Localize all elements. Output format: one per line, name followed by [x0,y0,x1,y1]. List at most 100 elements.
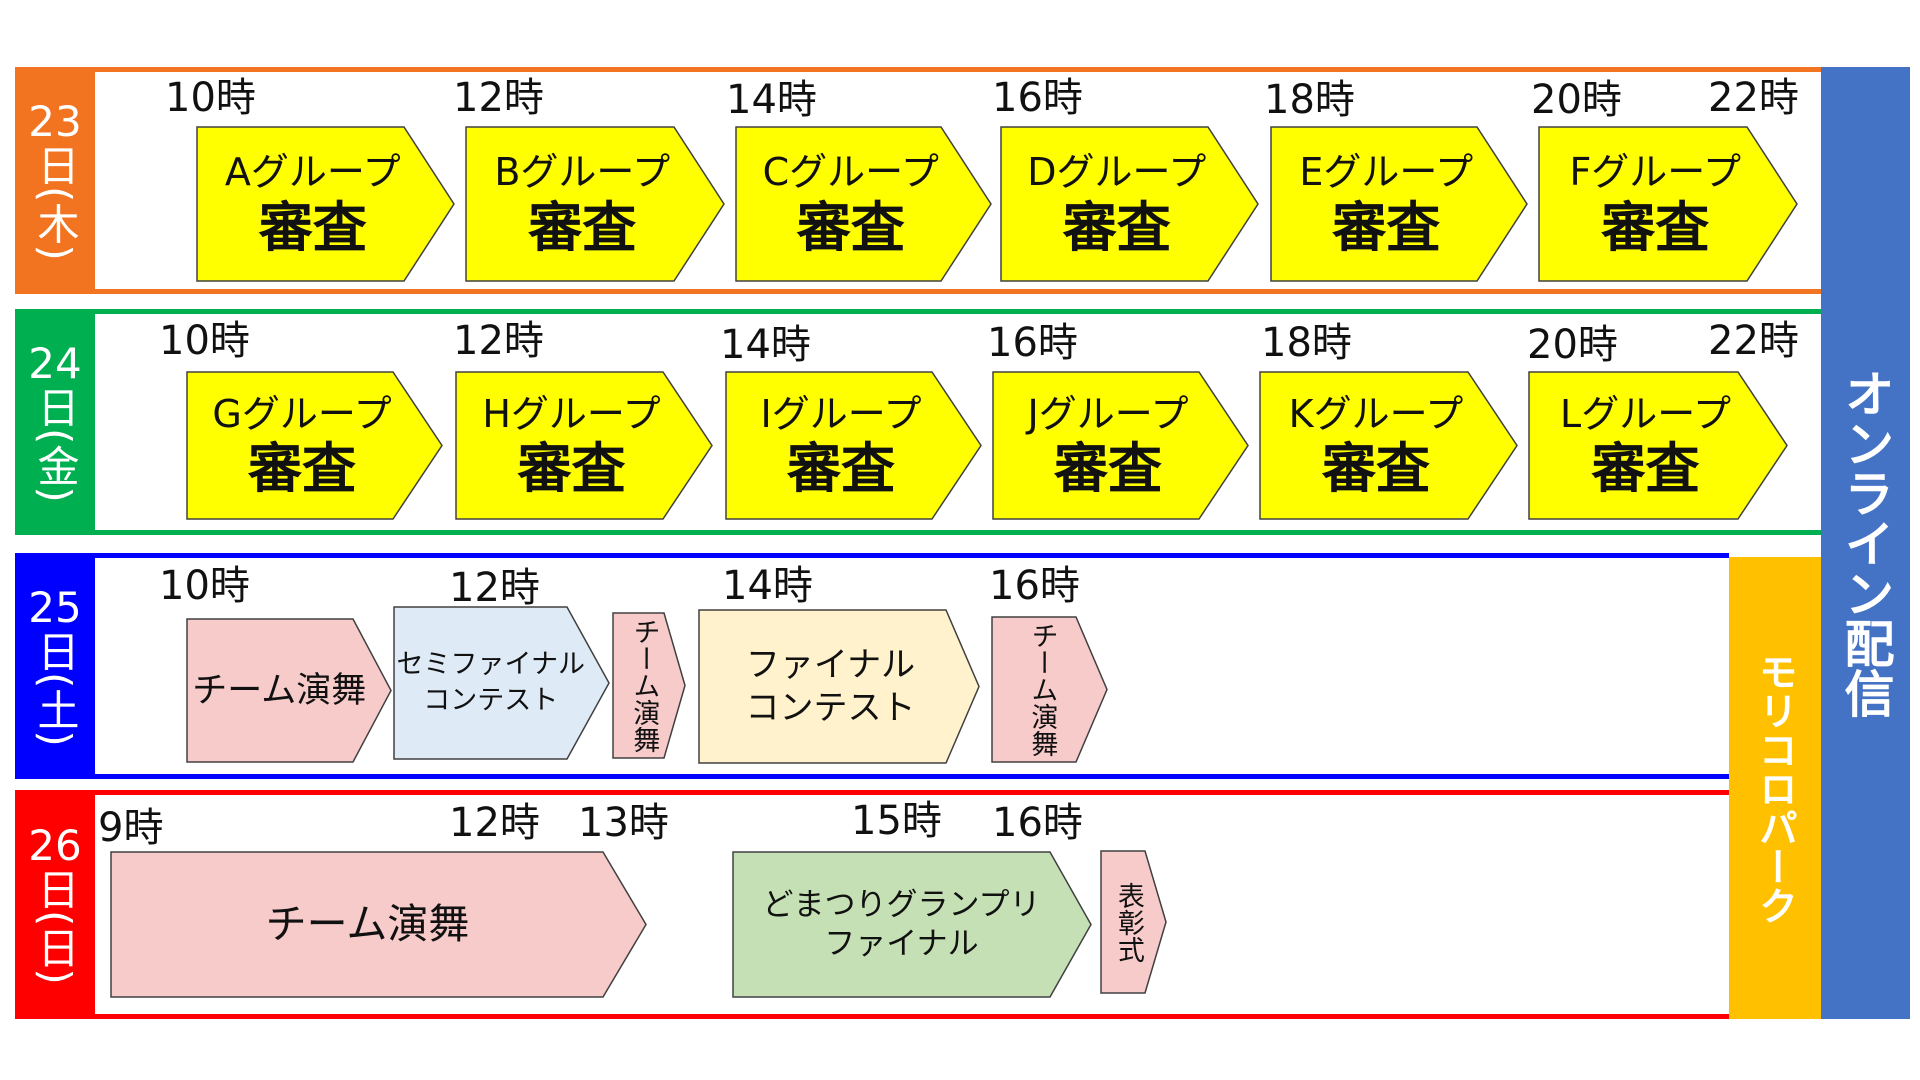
online-stream-label: オンライン配信 [1836,368,1895,718]
event-title: チーム演舞 [192,670,367,711]
arrow-shape [992,371,1249,520]
time-label: 13時 [578,800,669,846]
arrow-shape [186,618,392,763]
day-weekday: 日(土) [31,629,81,747]
event-label: Lグループ 審査 [1528,371,1788,520]
event-group-name: Jグループ [1027,391,1189,436]
time-label: 12時 [453,318,544,364]
arrow-shape [1270,126,1528,282]
event-group-name: Gグループ [212,391,392,436]
event-label: セミファイナル コンテスト [393,606,610,760]
event-type: 審査 [517,437,626,501]
event-box-h-group: Hグループ 審査 [455,371,713,520]
event-type: 審査 [1054,437,1162,501]
time-label: 18時 [1261,320,1352,366]
event-title-line1: ファイナル [745,645,916,685]
day-label-23: 23 日(木) [15,67,95,294]
event-type: 審査 [1591,437,1700,501]
event-group-name: Lグループ [1560,391,1731,436]
arrow-shape [393,606,610,760]
arrow-polygon [725,371,982,520]
event-box-g-group: Gグループ 審査 [186,371,443,520]
event-group-name: Hグループ [482,391,661,436]
event-group-name: Fグループ [1569,150,1742,195]
time-label: 10時 [165,75,256,121]
arrow-polygon [110,851,647,998]
time-label: 14時 [722,563,813,609]
arrow-polygon [455,371,713,520]
event-label: Gグループ 審査 [186,371,443,520]
time-label: 16時 [987,320,1078,366]
venue-label: モリコロパーク [1752,651,1798,925]
event-box-c-group: Cグループ 審査 [735,126,992,282]
arrow-polygon [732,851,1092,998]
event-label: Iグループ 審査 [725,371,982,520]
event-title-line2: ファイナル [824,925,979,962]
time-label: 12時 [453,75,544,121]
event-group-name: Dグループ [1027,150,1207,195]
event-title-line2: コンテスト [745,687,916,728]
arrow-polygon [186,371,443,520]
arrow-polygon [1528,371,1788,520]
arrow-shape [735,126,992,282]
day-number: 23 [28,97,82,147]
arrow-polygon [465,126,725,282]
day-weekday: 日(木) [31,144,81,261]
event-label: Cグループ 審査 [735,126,992,282]
time-label: 14時 [720,322,811,368]
time-label: 22時 [1708,75,1799,121]
day-label-24: 24 日(金) [15,309,95,535]
event-label: Bグループ 審査 [465,126,725,282]
day-label-25: 25 日(土) [15,553,95,779]
event-box-b-group: Bグループ 審査 [465,126,725,282]
event-label: Dグループ 審査 [1000,126,1259,282]
arrow-polygon [393,606,610,760]
day-weekday: 日(金) [31,385,81,503]
arrow-shape [110,851,647,998]
arrow-shape [455,371,713,520]
event-label: 表彰式 [1100,850,1167,994]
arrow-polygon [992,371,1249,520]
time-label: 10時 [159,563,250,609]
event-title-line2: コンテスト [423,685,559,716]
arrow-polygon [1270,126,1528,282]
event-type: 審査 [258,195,367,259]
event-title-vertical: 表彰式 [1112,881,1144,963]
event-type: 審査 [528,195,637,259]
time-label: 15時 [851,798,942,844]
time-label: 10時 [159,318,250,364]
event-group-name: Kグループ [1288,391,1464,436]
time-label: 14時 [726,77,817,123]
event-box-team-performance-short: チーム演舞 [612,612,686,759]
event-title-line1: どまつりグランプリ [762,886,1041,923]
event-label: Aグループ 審査 [196,126,455,282]
event-box-f-group: Fグループ 審査 [1538,126,1798,282]
event-box-a-group: Aグループ 審査 [196,126,455,282]
event-type: 審査 [1332,195,1441,259]
arrow-shape [1000,126,1259,282]
arrow-polygon [196,126,455,282]
arrow-shape [196,126,455,282]
event-box-award-ceremony: 表彰式 [1100,850,1167,994]
time-label: 12時 [449,800,540,846]
event-label: Hグループ 審査 [455,371,713,520]
event-type: 審査 [1322,437,1430,501]
arrow-shape [1528,371,1788,520]
event-group-name: Iグループ [760,391,922,436]
event-box-i-group: Iグループ 審査 [725,371,982,520]
arrow-shape [732,851,1092,998]
event-label: チーム演舞 [612,612,686,759]
time-label: 16時 [992,800,1083,846]
arrow-shape [1100,850,1167,994]
event-label: チーム演舞 [110,851,647,998]
arrow-shape [186,371,443,520]
arrow-shape [1538,126,1798,282]
arrow-shape [1259,371,1518,520]
arrow-polygon [991,616,1108,763]
event-title-vertical: チーム演舞 [628,618,660,753]
event-type: 審査 [1062,195,1171,259]
event-box-l-group: Lグループ 審査 [1528,371,1788,520]
arrow-polygon [735,126,992,282]
event-type: 審査 [1601,195,1710,259]
event-group-name: Bグループ [494,150,671,195]
